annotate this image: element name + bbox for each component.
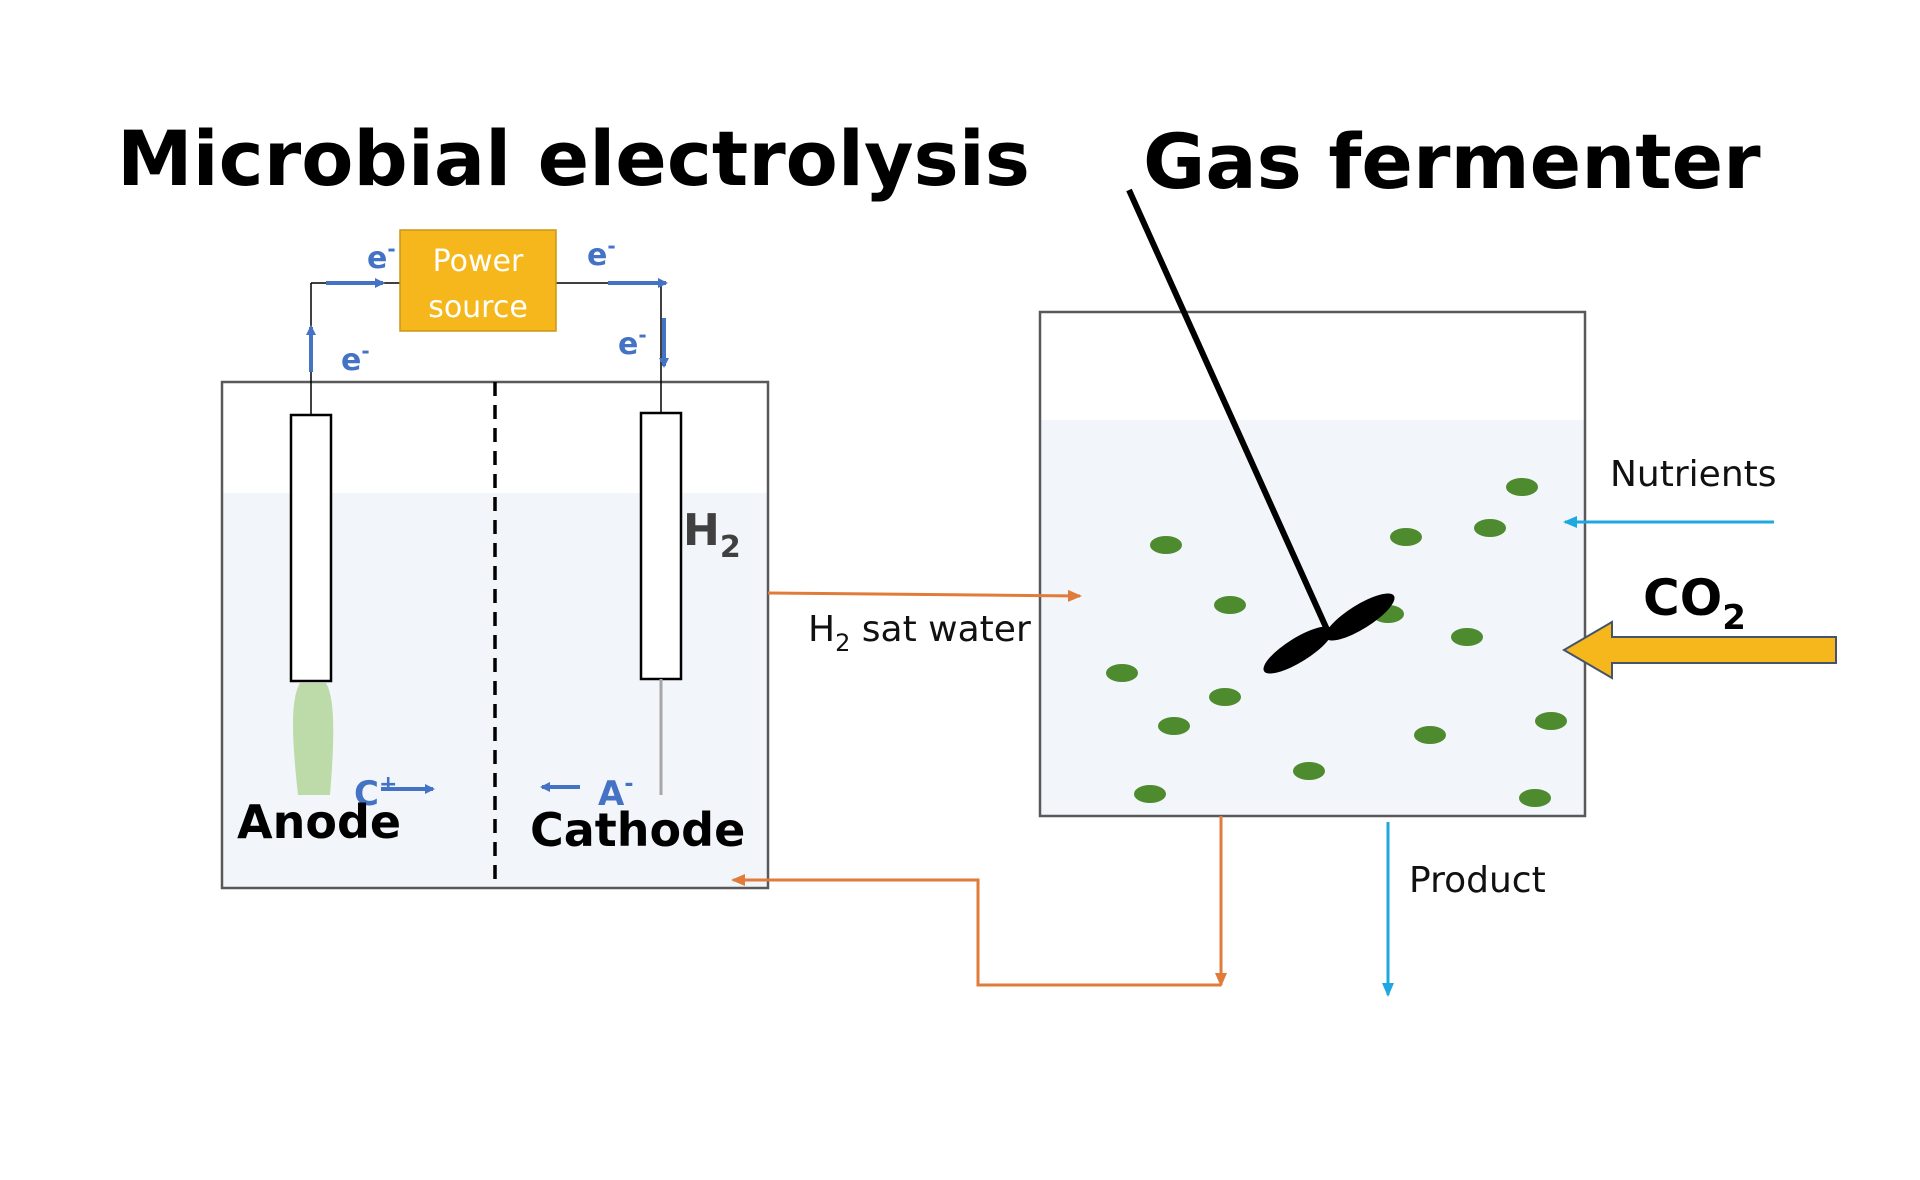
h2-sat-water-label: H2 sat water (808, 609, 1031, 657)
microbe-cell (1414, 726, 1446, 744)
electron-label-cathode: e- (618, 323, 647, 362)
impeller-blade (1325, 593, 1395, 641)
power-source-box (399, 229, 557, 332)
electron-label-left-top: e- (367, 237, 396, 276)
microbe-cell (1451, 628, 1483, 646)
anion-label: A- (598, 772, 633, 814)
gas-fermenter-title: Gas fermenter (1143, 117, 1761, 206)
cathode-label: Cathode (530, 803, 745, 857)
impeller-blade (1263, 626, 1333, 674)
fermenter-liquid (1040, 420, 1585, 816)
anode-label: Anode (237, 795, 401, 849)
nutrients-label: Nutrients (1610, 454, 1777, 495)
microbe-cell (1519, 789, 1551, 807)
co2-label: CO2 (1643, 569, 1746, 638)
h2-water-arrow (767, 589, 1082, 602)
microbe-cell (1293, 762, 1325, 780)
microbe-cell (1106, 664, 1138, 682)
product-label: Product (1409, 860, 1546, 901)
microbe-cell (1150, 536, 1182, 554)
electrolysis-cell: Power source e- e- e- e- H2 C+ A- Anode … (220, 229, 770, 890)
anode-electrode (289, 413, 333, 683)
fermenter-tank (1038, 310, 1587, 818)
microbe-cell (1214, 596, 1246, 614)
microbe-cell (1474, 519, 1506, 537)
co2-arrow (1562, 620, 1837, 680)
microbe-cell (1158, 717, 1190, 735)
microbe-cell (1209, 688, 1241, 706)
h2-label: H2 (683, 505, 741, 565)
microbial-electrolysis-title: Microbial electrolysis (117, 114, 1030, 203)
power-source-line1: Power (433, 244, 524, 279)
power-source-line2: source (428, 290, 528, 325)
recycle-line-return (731, 874, 1221, 987)
microbe-cell (1134, 785, 1166, 803)
anode-biofilm (293, 683, 334, 795)
microbe-cell (1535, 712, 1567, 730)
electron-label-anode: e- (341, 339, 370, 378)
interconnect-flows: H2 sat water (731, 589, 1227, 987)
gas-fermenter: Nutrients CO2 Product (1038, 188, 1837, 997)
microbe-cell (1506, 478, 1538, 496)
agitator-shaft (1126, 188, 1332, 636)
electron-label-right-top: e- (587, 234, 616, 273)
microbe-cells (1106, 478, 1567, 807)
cathode-electrode (639, 411, 683, 681)
microbe-cell (1390, 528, 1422, 546)
